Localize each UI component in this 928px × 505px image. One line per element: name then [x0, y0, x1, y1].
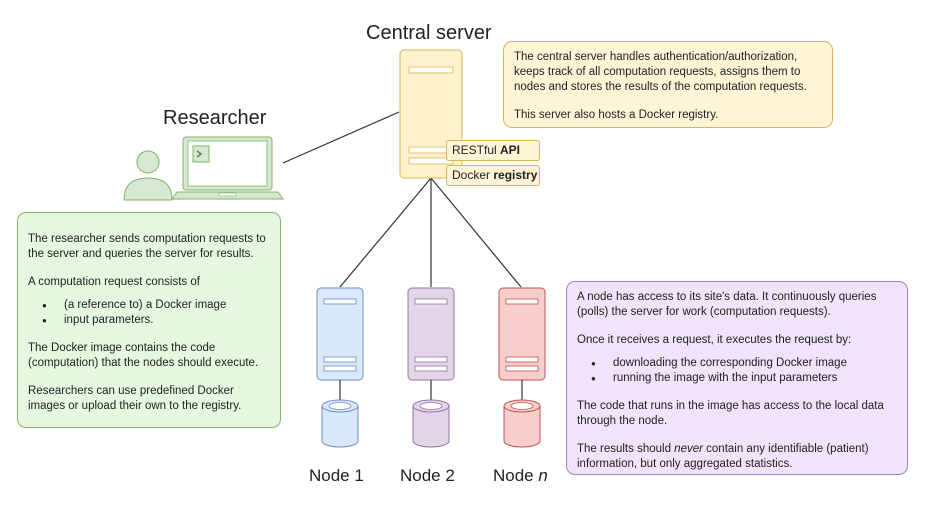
node-note-bullet: downloading the corresponding Docker ima…	[591, 356, 897, 371]
server-note-p2: This server also hosts a Docker registry…	[514, 109, 719, 121]
node-n-label-suffix: n	[538, 466, 548, 485]
node-note-list: downloading the corresponding Docker ima…	[577, 356, 897, 386]
node-n-database-icon	[503, 399, 541, 448]
node-note-p4-after: contain any identifiable (patient) infor…	[577, 443, 869, 470]
researcher-note-bullet: input parameters.	[42, 313, 270, 328]
api-tag-prefix: RESTful	[452, 143, 501, 157]
server-note-p1: The central server handles authenticatio…	[514, 51, 807, 93]
node-2-label: Node 2	[400, 466, 455, 486]
registry-tag-bold: registry	[493, 168, 538, 182]
node-1-server	[316, 287, 364, 381]
researcher-server-connector	[282, 111, 400, 164]
node-2-label-text: Node 2	[400, 466, 455, 485]
node-2-server	[407, 287, 455, 381]
server-node1-connector	[339, 177, 432, 288]
researcher-note-p1: The researcher sends computation request…	[28, 233, 266, 260]
restful-api-tag: RESTful API	[446, 140, 540, 161]
researcher-note-p3: The Docker image contains the code (comp…	[28, 342, 259, 369]
node-n-label-text: Node	[493, 466, 539, 485]
node-1-label-text: Node 1	[309, 466, 364, 485]
node-n-label: Node n	[493, 466, 548, 486]
central-server-note: The central server handles authenticatio…	[503, 41, 833, 128]
node-note-p4: The results should never contain any ide…	[577, 442, 897, 472]
node-2-database-icon	[412, 399, 450, 448]
central-server-title: Central server	[366, 22, 492, 44]
node-note-p2: Once it receives a request, it executes …	[577, 334, 852, 346]
node-1-label: Node 1	[309, 466, 364, 486]
docker-registry-tag: Docker registry	[446, 165, 540, 186]
node-note-p3: The code that runs in the image has acce…	[577, 400, 884, 427]
researcher-note-list: (a reference to) a Docker image input pa…	[28, 298, 270, 328]
researcher-note: The researcher sends computation request…	[17, 212, 281, 428]
researcher-person-icon	[123, 150, 173, 201]
server-noden-connector	[430, 177, 522, 288]
node-n-server	[498, 287, 546, 381]
laptop-icon	[171, 136, 284, 200]
node-note-p4-before: The results should	[577, 443, 675, 455]
registry-tag-prefix: Docker	[452, 168, 494, 182]
node-note-bullet: running the image with the input paramet…	[591, 371, 897, 386]
console-icon	[192, 145, 210, 163]
researcher-note-p4: Researchers can use predefined Docker im…	[28, 385, 242, 412]
node-1-database-icon	[321, 399, 359, 448]
researcher-note-p2: A computation request consists of	[28, 276, 200, 288]
node-note-p4-emphasis: never	[674, 443, 703, 455]
researcher-title: Researcher	[163, 107, 267, 129]
node-note: A node has access to its site's data. It…	[566, 281, 908, 475]
api-tag-bold: API	[500, 143, 521, 157]
node-note-p1: A node has access to its site's data. It…	[577, 291, 877, 318]
researcher-note-bullet: (a reference to) a Docker image	[42, 298, 270, 313]
